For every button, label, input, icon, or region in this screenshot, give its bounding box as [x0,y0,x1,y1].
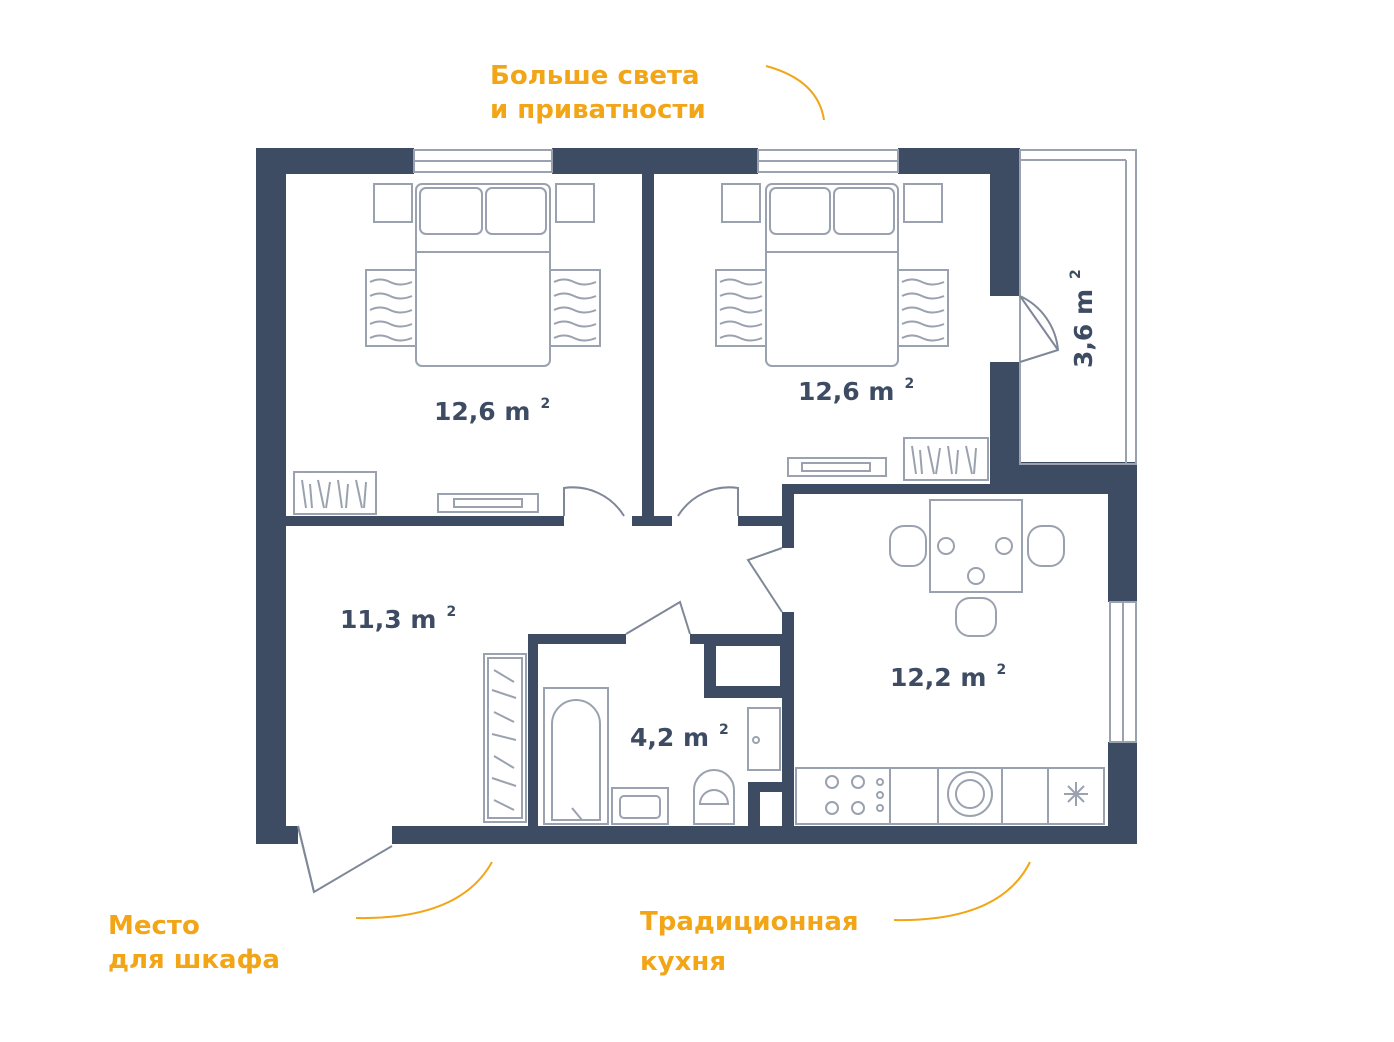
note-light-arrow [765,65,825,121]
note-light-line1: Больше света [490,61,700,91]
note-light-line2: и приватности [490,95,706,125]
bed-left [293,183,625,517]
note-wardrobe-line1: Место [108,911,200,941]
annotations: Больше света и приватности Место для шка… [108,61,1031,977]
walls [256,148,1137,844]
bed-right [677,183,989,517]
note-kitchen-line1: Традиционная [640,907,859,937]
note-wardrobe-arrow [355,861,493,920]
area-balcony: 3,6 m2 [1068,269,1098,368]
note-kitchen-arrow [893,861,1031,922]
bathroom [543,687,781,825]
kitchen [795,499,1105,825]
windows [413,149,1137,743]
note-kitchen-line2: кухня [640,947,726,977]
balcony [1019,149,1137,465]
note-wardrobe-line2: для шкафа [108,945,280,975]
hall [297,547,783,894]
